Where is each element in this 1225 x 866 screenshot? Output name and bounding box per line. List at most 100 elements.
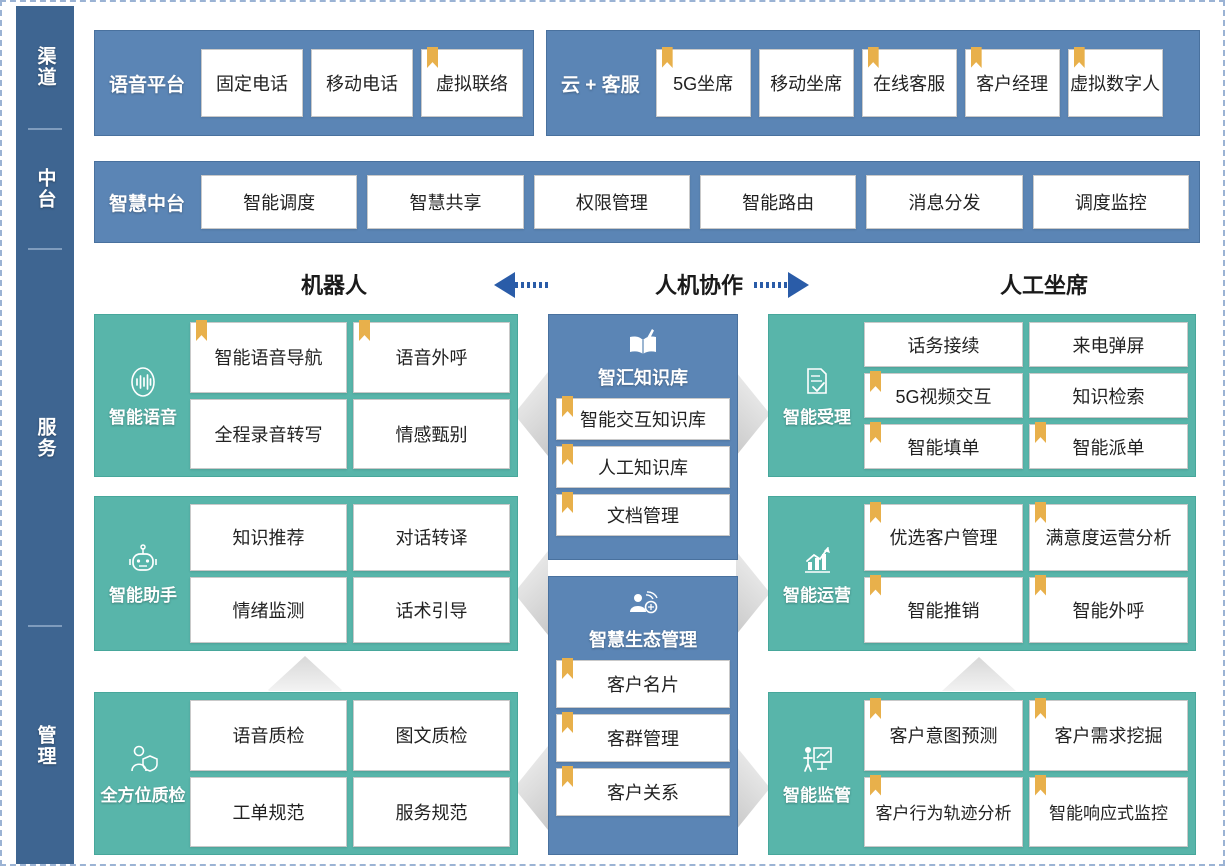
arrow-right-icon — [788, 272, 809, 298]
sidebar-item-service[interactable]: 服务 — [16, 250, 74, 625]
chevron-left-icon-1 — [514, 372, 548, 456]
tile-smart-routing[interactable]: 智能路由 — [700, 175, 857, 229]
sidebar-item-management[interactable]: 管理 — [16, 627, 74, 864]
panel-smart-acceptance-title: 智能受理 — [783, 407, 851, 427]
sidebar: 渠道 中台 服务 管理 — [16, 6, 74, 864]
chevron-right-icon-3 — [736, 746, 770, 830]
tile-emotion-monitoring[interactable]: 情绪监测 — [190, 576, 347, 643]
sidebar-divider — [28, 625, 62, 627]
customer-network-icon — [626, 588, 660, 624]
cloud-service-title: 云 + 客服 — [561, 74, 640, 96]
tile-permission-mgmt[interactable]: 权限管理 — [533, 175, 690, 229]
tile-message-distribution[interactable]: 消息分发 — [866, 175, 1023, 229]
sidebar-item-middle-platform[interactable]: 中台 — [16, 130, 74, 248]
panel-smart-supervision-title: 智能监管 — [783, 785, 851, 805]
tile-full-recording-transcription[interactable]: 全程录音转写 — [190, 398, 347, 469]
robot-icon — [126, 542, 160, 578]
tile-dispatch-monitoring[interactable]: 调度监控 — [1032, 175, 1189, 229]
tile-customer-behavior-analysis[interactable]: 客户行为轨迹分析 — [864, 776, 1023, 847]
panel-smart-acceptance-head: 智能受理 — [776, 364, 858, 428]
chevron-left-icon-2 — [514, 551, 548, 635]
voice-platform-title: 语音平台 — [109, 74, 186, 96]
tile-smart-dispatch[interactable]: 智能调度 — [201, 175, 358, 229]
tile-customer-group-mgmt[interactable]: 客群管理 — [556, 714, 730, 762]
tile-smart-share[interactable]: 智慧共享 — [367, 175, 524, 229]
panel-quality-check: 全方位质检 语音质检 图文质检 工单规范 服务规范 — [94, 692, 518, 855]
sidebar-label-service: 服务 — [34, 416, 56, 459]
header-collaboration: 人机协作 — [654, 273, 743, 298]
tile-online-service[interactable]: 在线客服 — [861, 49, 957, 117]
panel-smart-supervision-head: 智能监管 — [776, 742, 858, 806]
sidebar-label-middle-platform: 中台 — [34, 168, 56, 210]
column-headers: 机器人 人机协作 人工坐席 — [94, 258, 1200, 310]
panel-smart-voice-head: 智能语音 — [102, 364, 184, 428]
tile-virtual-human[interactable]: 虚拟数字人 — [1067, 49, 1163, 117]
tile-manual-knowledge-base[interactable]: 人工知识库 — [556, 446, 730, 488]
tile-customer-card[interactable]: 客户名片 — [556, 660, 730, 708]
tile-service-standard[interactable]: 服务规范 — [353, 776, 510, 847]
tile-text-image-quality-check[interactable]: 图文质检 — [353, 700, 510, 771]
tile-customer-intent-prediction[interactable]: 客户意图预测 — [864, 700, 1023, 771]
triangle-up-icon-left-2 — [268, 656, 342, 690]
header-human-agent: 人工坐席 — [999, 273, 1088, 298]
presentation-person-icon — [800, 742, 834, 778]
tile-smart-response-monitoring[interactable]: 智能响应式监控 — [1029, 776, 1188, 847]
panel-smart-acceptance: 智能受理 话务接续 来电弹屏 5G视频交互 知识检索 智能填单 智能派单 — [768, 314, 1196, 477]
tile-account-manager[interactable]: 客户经理 — [964, 49, 1060, 117]
panel-quality-check-title: 全方位质检 — [100, 785, 186, 805]
tile-interactive-knowledge-base[interactable]: 智能交互知识库 — [556, 398, 730, 440]
panel-eco-management-head: 智慧生态管理 — [556, 584, 730, 654]
tile-dialog-translation[interactable]: 对话转译 — [353, 504, 510, 571]
tile-voice-outbound[interactable]: 语音外呼 — [353, 322, 510, 393]
chevron-left-icon-3 — [514, 746, 548, 830]
book-pen-icon — [626, 326, 660, 362]
sidebar-item-channel[interactable]: 渠道 — [16, 6, 74, 128]
tile-mobile-phone[interactable]: 移动电话 — [311, 49, 414, 117]
tile-knowledge-recommendation[interactable]: 知识推荐 — [190, 504, 347, 571]
panel-knowledge-base-title: 智汇知识库 — [598, 368, 688, 388]
tile-smart-outbound-call[interactable]: 智能外呼 — [1029, 576, 1188, 643]
voice-wave-icon — [126, 364, 160, 400]
person-shield-icon — [126, 742, 160, 778]
tile-smart-order-dispatch[interactable]: 智能派单 — [1029, 424, 1188, 469]
triangle-up-icon-right-1 — [942, 657, 1016, 691]
tile-satisfaction-analysis[interactable]: 满意度运营分析 — [1029, 504, 1188, 571]
sidebar-label-management: 管理 — [34, 724, 56, 767]
tile-work-order-standard[interactable]: 工单规范 — [190, 776, 347, 847]
tile-incoming-call-popup[interactable]: 来电弹屏 — [1029, 322, 1188, 367]
tile-mobile-seat[interactable]: 移动坐席 — [758, 49, 854, 117]
tile-customer-relationship[interactable]: 客户关系 — [556, 768, 730, 816]
sidebar-divider — [28, 128, 62, 130]
sidebar-label-channel: 渠道 — [34, 46, 56, 88]
tile-virtual-contact[interactable]: 虚拟联络 — [421, 49, 524, 117]
tile-call-connection[interactable]: 话务接续 — [864, 322, 1023, 367]
middle-platform-group: 智慧中台 智能调度 智慧共享 权限管理 智能路由 消息分发 调度监控 — [94, 161, 1200, 243]
tile-script-guidance[interactable]: 话术引导 — [353, 576, 510, 643]
panel-smart-assistant-title: 智能助手 — [109, 585, 177, 605]
tile-document-management[interactable]: 文档管理 — [556, 494, 730, 536]
arrow-left-icon — [494, 272, 515, 298]
tile-customer-demand-mining[interactable]: 客户需求挖掘 — [1029, 700, 1188, 771]
content-area: 语音平台 固定电话 移动电话 虚拟联络 云 + 客服 5G坐席 移动坐席 在线客… — [90, 6, 1216, 864]
panel-eco-management-title: 智慧生态管理 — [589, 630, 697, 650]
tile-5g-seat[interactable]: 5G坐席 — [655, 49, 751, 117]
panel-smart-supervision: 智能监管 客户意图预测 客户需求挖掘 客户行为轨迹分析 智能响应式监控 — [768, 692, 1196, 855]
tile-voice-quality-check[interactable]: 语音质检 — [190, 700, 347, 771]
tile-smart-voice-nav[interactable]: 智能语音导航 — [190, 322, 347, 393]
middle-platform-row: 智慧中台 智能调度 智慧共享 权限管理 智能路由 消息分发 调度监控 — [94, 161, 1200, 243]
arrow-right-group — [754, 272, 809, 298]
growth-chart-icon — [800, 542, 834, 578]
tile-5g-video-interaction[interactable]: 5G视频交互 — [864, 373, 1023, 418]
tile-preferred-customer-mgmt[interactable]: 优选客户管理 — [864, 504, 1023, 571]
panel-smart-voice-title: 智能语音 — [109, 407, 177, 427]
chevron-right-icon-1 — [736, 372, 770, 456]
tile-smart-form-filling[interactable]: 智能填单 — [864, 424, 1023, 469]
tile-knowledge-search[interactable]: 知识检索 — [1029, 373, 1188, 418]
tile-fixed-phone[interactable]: 固定电话 — [201, 49, 304, 117]
panel-knowledge-base-head: 智汇知识库 — [556, 322, 730, 392]
voice-platform-group: 语音平台 固定电话 移动电话 虚拟联络 — [94, 30, 534, 136]
chevron-right-icon-2 — [736, 551, 770, 635]
tile-emotion-recognition[interactable]: 情感甄别 — [353, 398, 510, 469]
tile-smart-marketing[interactable]: 智能推销 — [864, 576, 1023, 643]
